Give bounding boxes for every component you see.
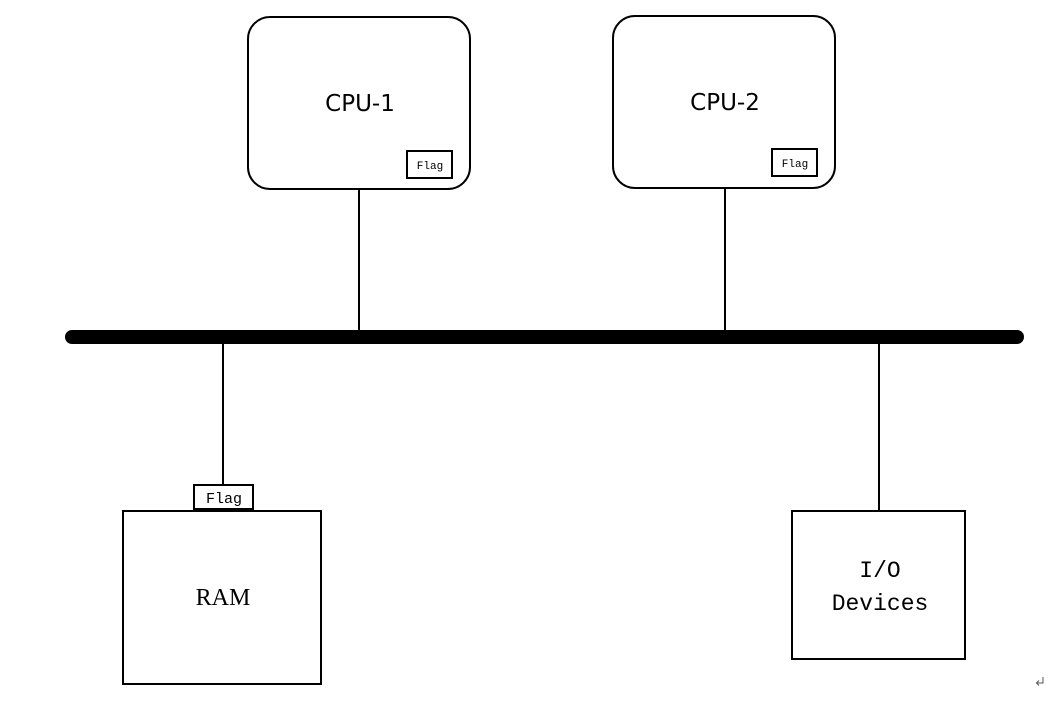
io-devices-label-line1: I/O [859, 558, 900, 584]
ram-label: RAM [196, 585, 251, 611]
cpu1-flag-box [406, 150, 453, 179]
ram-box [122, 510, 322, 685]
cpu1-box [247, 16, 471, 190]
cpu1-label: CPU-1 [325, 91, 395, 117]
ram-flag-label: Flag [206, 491, 242, 508]
ram-node: Flag RAM [122, 484, 322, 685]
cpu1-flag-label: Flag [417, 161, 443, 173]
cpu2-node: CPU-2 Flag [612, 15, 836, 189]
ram-flag-box [193, 484, 254, 510]
cpu2-flag-box [771, 148, 818, 177]
io-devices-label-line2: Devices [832, 591, 929, 617]
io-devices-box [791, 510, 966, 660]
cpu2-flag-label: Flag [782, 159, 808, 171]
cpu2-box [612, 15, 836, 189]
cpu1-node: CPU-1 Flag [247, 16, 471, 190]
cpu2-label: CPU-2 [690, 90, 760, 116]
io-devices-node: I/O Devices [791, 510, 966, 660]
return-arrow-icon [1035, 677, 1044, 686]
